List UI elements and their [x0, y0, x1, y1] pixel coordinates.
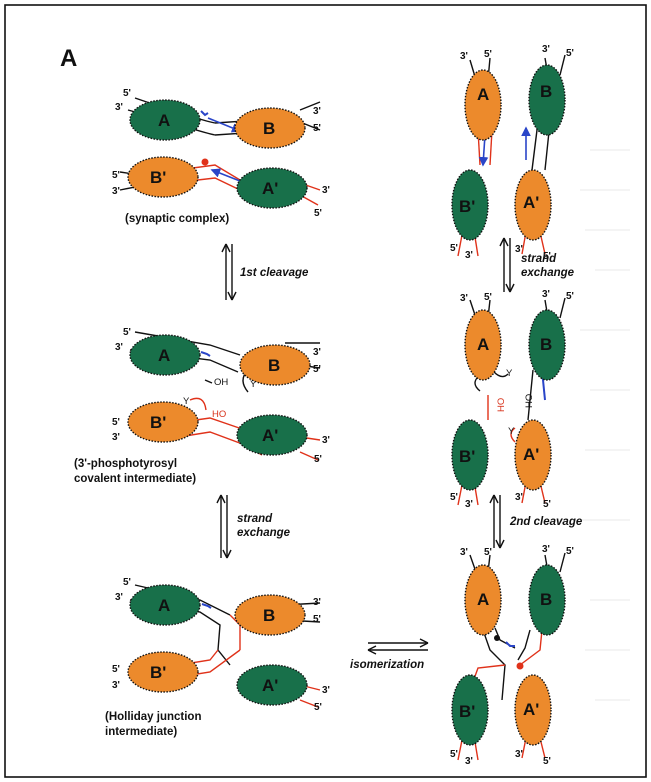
protein-Ap-label: A' [523, 193, 539, 212]
end-label: 5' [112, 170, 120, 181]
end-label: 3' [460, 51, 468, 62]
protein-Bp-label: B' [459, 447, 475, 466]
end-label: 5' [112, 664, 120, 675]
protein-A-label: A [477, 590, 489, 609]
end-label: 5' [450, 492, 458, 503]
protein-Bp-label: B' [150, 663, 166, 682]
end-label: 5' [313, 364, 321, 375]
protein-Ap-label: A' [262, 426, 278, 445]
end-label: 5' [123, 577, 131, 588]
protein-Ap-label: A' [523, 445, 539, 464]
end-label: 3' [515, 492, 523, 503]
step-label-first-cleavage: 1st cleavage [240, 267, 309, 279]
end-label: 3' [515, 749, 523, 760]
end-label: 5' [543, 756, 551, 767]
end-label: 3' [322, 435, 330, 446]
step-label-strand: strand [521, 253, 557, 265]
end-label: 3' [115, 102, 123, 113]
end-label: 3' [112, 432, 120, 443]
end-label: 5' [566, 546, 574, 557]
protein-B-label: B [540, 590, 552, 609]
protein-A-label: A [158, 346, 170, 365]
end-label: 5' [450, 243, 458, 254]
end-label: 3' [542, 544, 550, 555]
end-label: 3' [465, 250, 473, 261]
tyrosine-symbol: Y [183, 396, 190, 407]
step-label-isomerization: isomerization [350, 659, 424, 671]
end-label: 3' [313, 597, 321, 608]
end-label: 5' [484, 49, 492, 60]
panel-label: A [60, 45, 77, 72]
end-label: 5' [313, 614, 321, 625]
end-label: 3' [112, 680, 120, 691]
step-label-exchange: exchange [521, 267, 575, 279]
caption-holliday-1: (Holliday junction [105, 711, 201, 723]
protein-Ap-label: A' [523, 700, 539, 719]
end-label: 3' [460, 293, 468, 304]
protein-B-label: B [263, 119, 275, 138]
end-label: 3' [322, 185, 330, 196]
caption-phospho-2: covalent intermediate) [74, 473, 196, 485]
protein-B-label: B [263, 606, 275, 625]
protein-Bp-label: B' [150, 168, 166, 187]
end-label: 3' [115, 342, 123, 353]
hydroxyl-label: HO [212, 409, 226, 420]
end-label: 5' [314, 454, 322, 465]
step-label-exchange: exchange [237, 527, 291, 539]
end-label: 5' [313, 123, 321, 134]
end-label: 5' [314, 702, 322, 713]
end-label: 3' [322, 685, 330, 696]
protein-Bp-label: B' [459, 197, 475, 216]
protein-A-label: A [158, 596, 170, 615]
protein-B-label: B [540, 335, 552, 354]
tyrosine-symbol: Y [506, 368, 513, 379]
caption-phospho-1: (3'-phosphotyrosyl [74, 458, 177, 470]
protein-Bp-label: B' [150, 413, 166, 432]
protein-A-label: A [477, 85, 489, 104]
end-label: 5' [450, 749, 458, 760]
tyrosine-symbol: Y [508, 426, 515, 437]
hydroxyl-label: HO [496, 398, 507, 412]
caption-synaptic: (synaptic complex) [125, 213, 229, 225]
end-label: 3' [465, 499, 473, 510]
end-label: 5' [484, 292, 492, 303]
hydroxyl-label: OH [214, 377, 228, 388]
end-label: 5' [314, 208, 322, 219]
end-label: 3' [112, 186, 120, 197]
end-label: 3' [542, 289, 550, 300]
end-label: 5' [123, 327, 131, 338]
end-label: 3' [465, 756, 473, 767]
caption-holliday-2: intermediate) [105, 726, 177, 738]
end-label: 5' [566, 291, 574, 302]
protein-B-label: B [268, 356, 280, 375]
end-label: 5' [566, 48, 574, 59]
end-label: 5' [484, 547, 492, 558]
step-label-strand: strand [237, 513, 273, 525]
protein-A-label: A [477, 335, 489, 354]
end-label: 3' [542, 44, 550, 55]
protein-B-label: B [540, 82, 552, 101]
protein-Ap-label: A' [262, 179, 278, 198]
step-label-second-cleavage: 2nd cleavage [509, 516, 583, 528]
end-label: 3' [313, 347, 321, 358]
end-label: 3' [115, 592, 123, 603]
protein-Ap-label: A' [262, 676, 278, 695]
end-label: 3' [313, 106, 321, 117]
end-label: 3' [460, 547, 468, 558]
end-label: 5' [543, 499, 551, 510]
protein-A-label: A [158, 111, 170, 130]
end-label: 5' [112, 417, 120, 428]
protein-Bp-label: B' [459, 702, 475, 721]
hydroxyl-label: HO [524, 394, 535, 408]
end-label: 5' [123, 88, 131, 99]
